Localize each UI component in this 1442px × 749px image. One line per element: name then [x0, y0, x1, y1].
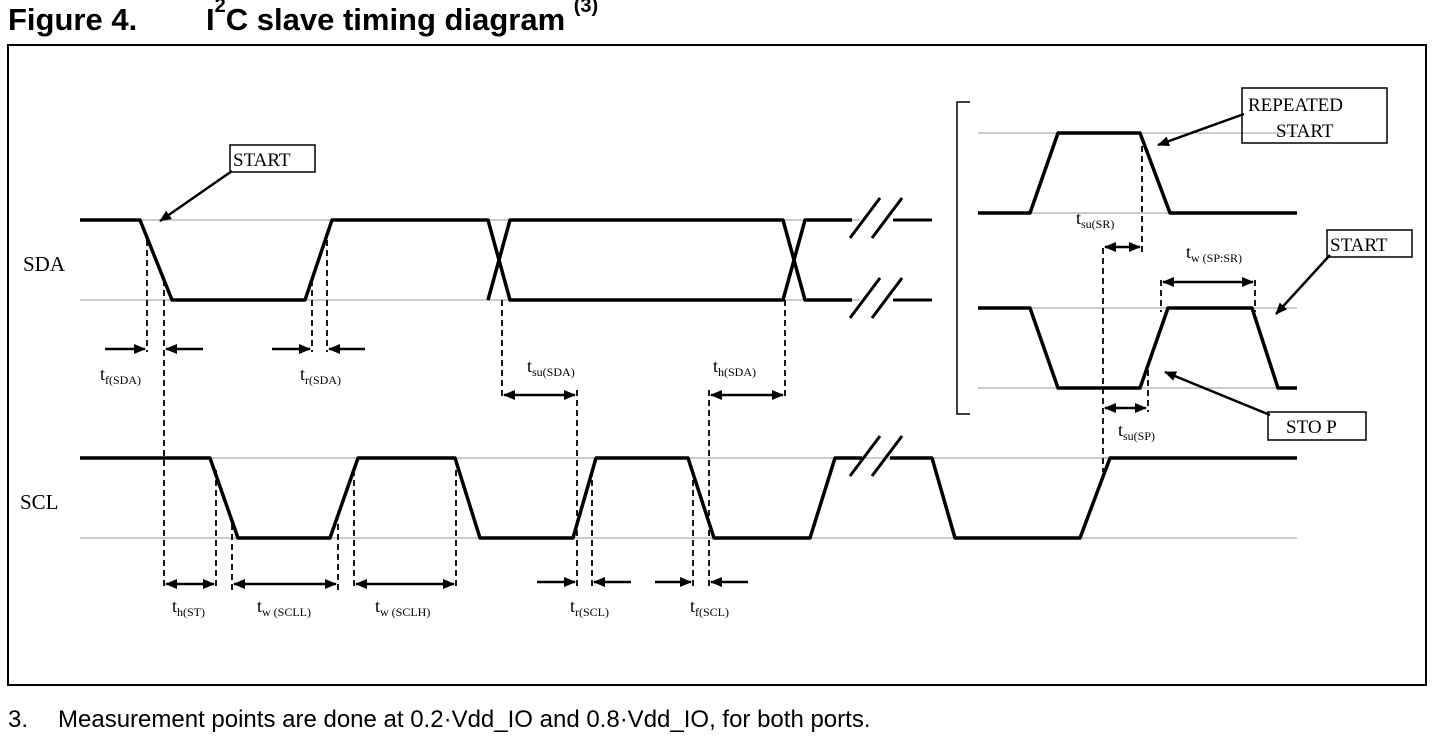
- label-tw-sclh: tw (SCLH): [375, 596, 430, 619]
- callout-repeated-line2: START: [1276, 121, 1334, 142]
- title-note: (3): [573, 0, 599, 17]
- footnote-text: Measurement points are done at 0.2·Vdd_I…: [58, 706, 871, 733]
- inset-bracket: [956, 101, 970, 415]
- pointer-repeated-start: [1157, 112, 1245, 147]
- pointer-start-left: [159, 169, 233, 223]
- footnote-number: 3.: [8, 706, 29, 733]
- label-tf-sda: tf(SDA): [100, 364, 141, 387]
- label-tsu-sp: tsu(SP): [1118, 420, 1155, 443]
- title-text: C slave timing diagram: [225, 2, 566, 37]
- title-superscript: 2: [214, 0, 226, 17]
- label-tw-spsr: tw (SP:SR): [1186, 242, 1242, 265]
- label-tsu-sr: tsu(SR): [1076, 208, 1114, 231]
- pointer-start-right: [1275, 254, 1331, 315]
- footnote: 3. Measurement points are done at 0.2·Vdd…: [8, 704, 870, 736]
- label-th-st: th(ST): [172, 596, 205, 619]
- figure-title: Figure 4. I2C slave timing diagram (3): [8, 0, 598, 40]
- label-tf-scl: tf(SCL): [690, 596, 729, 619]
- label-tr-sda: tr(SDA): [300, 364, 341, 387]
- label-tw-scll: tw (SCLL): [257, 596, 311, 619]
- callout-start-right: START: [1330, 235, 1388, 256]
- diagram-frame: [7, 44, 1427, 686]
- label-tsu-sda: tsu(SDA): [527, 356, 575, 379]
- scl-waveform: [80, 456, 1297, 540]
- label-th-sda: th(SDA): [713, 356, 756, 379]
- callout-stop: STO P: [1286, 417, 1337, 438]
- signal-label-sda: SDA: [23, 252, 66, 276]
- timing-arrows: [105, 242, 1254, 589]
- callout-start-left: START: [233, 150, 291, 171]
- callout-box-start-right: [1326, 229, 1413, 258]
- inset-waveforms: [978, 131, 1297, 390]
- callout-repeated-line1: REPEATED: [1248, 95, 1343, 116]
- label-tr-scl: tr(SCL): [570, 596, 609, 619]
- signal-label-scl: SCL: [20, 490, 59, 514]
- callout-box-start-left: [229, 144, 316, 173]
- title-prefix: I: [206, 2, 215, 37]
- break-marks: [848, 197, 904, 477]
- reference-lines: [80, 132, 1297, 539]
- callouts: [159, 87, 1413, 441]
- callout-box-stop: [1267, 411, 1367, 441]
- sda-waveform: [80, 218, 932, 302]
- pointer-stop: [1164, 370, 1271, 417]
- figure-number: Figure 4.: [8, 2, 138, 37]
- dashed-guides: [146, 146, 1256, 590]
